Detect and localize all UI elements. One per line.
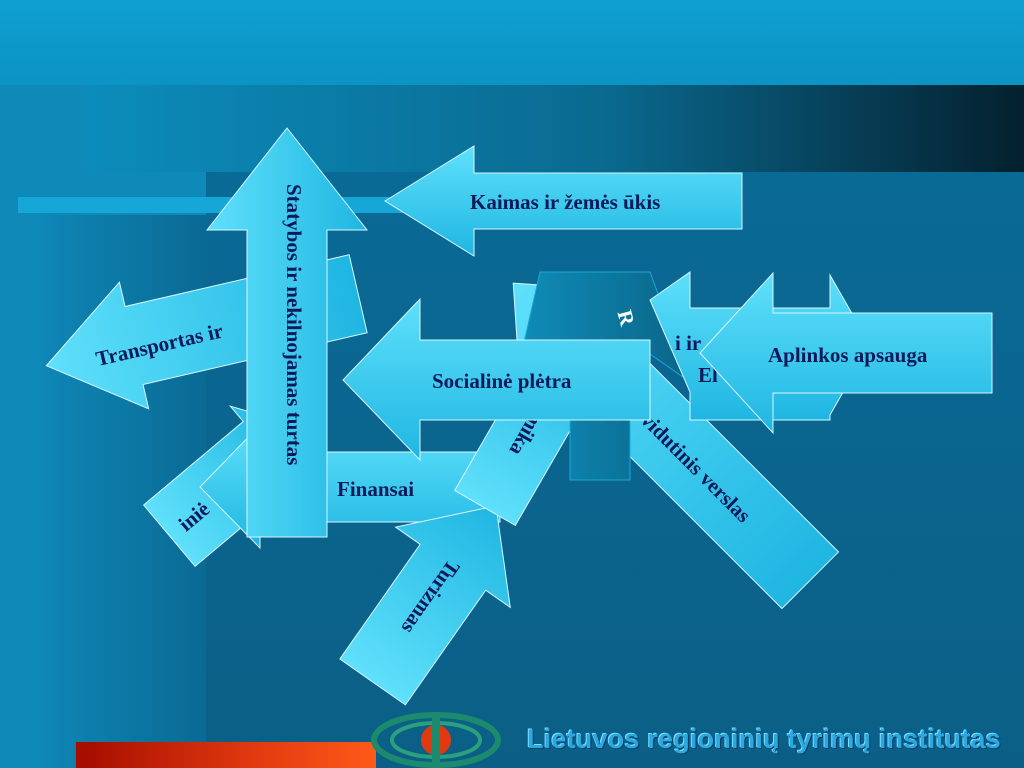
arrow-socialine-pletra: Socialinė plėtra bbox=[342, 297, 651, 462]
background-dark-band bbox=[85, 85, 1024, 172]
arrow-statybos: Statybos ir nekilnojamas turtas bbox=[205, 127, 369, 538]
arrow-statybos-label: Statybos ir nekilnojamas turtas bbox=[282, 184, 306, 465]
arrow-turizmas: Turizmas bbox=[339, 505, 511, 706]
arrow-fragment-ir-label: i ir bbox=[675, 331, 701, 355]
arrow-finansai-label: Finansai bbox=[337, 477, 414, 501]
arrow-aplinkos-label: Aplinkos apsauga bbox=[768, 343, 928, 367]
arrow-r-label: R bbox=[613, 307, 640, 329]
institute-logo bbox=[371, 712, 501, 768]
arrow-kaimas: Kaimas ir žemės ūkis bbox=[384, 145, 743, 257]
arrow-kaimas-label: Kaimas ir žemės ūkis bbox=[470, 190, 660, 214]
arrow-aplinkos-apsauga: Aplinkos apsauga bbox=[699, 271, 993, 435]
arrow-socialine-label: Socialinė plėtra bbox=[432, 369, 572, 393]
background-top-panel bbox=[0, 0, 1024, 85]
institute-name: Lietuvos regioninių tyrimų institutas bbox=[527, 724, 1001, 754]
arrow-fragment-el-label: El bbox=[698, 363, 718, 387]
footer-accent-bar bbox=[76, 742, 376, 768]
